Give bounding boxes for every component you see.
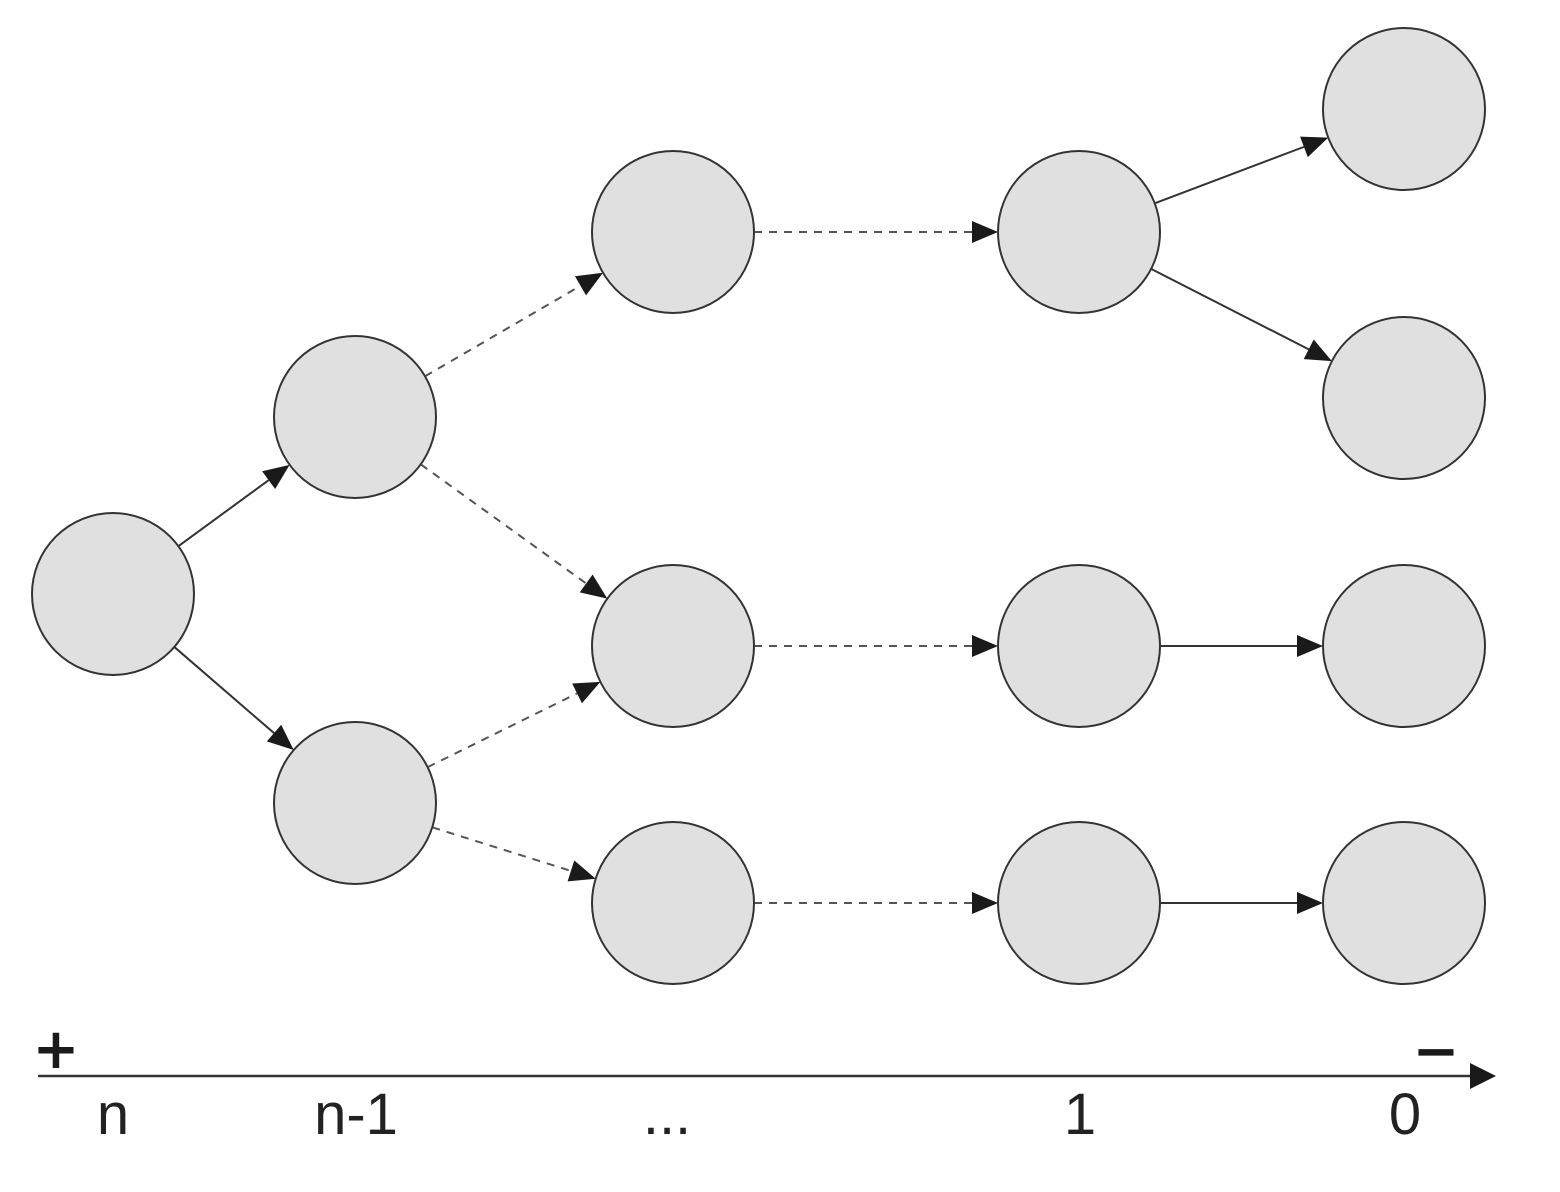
axis-label-0: 0 xyxy=(1389,1082,1421,1147)
arrowhead-icon xyxy=(266,724,294,751)
arrowhead-icon xyxy=(567,860,596,882)
solid-edge-n_root-to-n_a1 xyxy=(177,479,270,547)
node-n_d3 xyxy=(1322,564,1486,728)
arrowhead-icon xyxy=(972,892,998,914)
arrowhead-icon xyxy=(579,574,608,599)
axis-label-ellipsis: ... xyxy=(643,1082,691,1147)
arrowhead-icon xyxy=(1297,892,1323,914)
solid-edge-n_c1-to-n_d1 xyxy=(1154,145,1305,205)
axis-label-n-minus-1: n-1 xyxy=(314,1082,398,1147)
node-n_c2 xyxy=(997,564,1161,728)
node-n_d2 xyxy=(1322,316,1486,480)
solid-edge-n_c1-to-n_d2 xyxy=(1150,267,1310,351)
arrowhead-icon xyxy=(972,635,998,657)
node-n_a1 xyxy=(273,335,437,499)
edges-layer xyxy=(173,136,1332,914)
dashed-edge-n_a1-to-n_b2 xyxy=(420,463,587,585)
arrowhead-icon xyxy=(572,681,601,704)
arrowhead-icon xyxy=(972,221,998,243)
node-n_b3 xyxy=(591,821,755,985)
dashed-edge-n_a2-to-n_b3 xyxy=(431,826,572,872)
node-n_c3 xyxy=(997,821,1161,985)
node-n_root xyxy=(31,512,195,676)
solid-edge-n_root-to-n_a2 xyxy=(173,646,275,734)
node-n_b1 xyxy=(591,150,755,314)
node-n_b2 xyxy=(591,564,755,728)
axis-minus-sign: − xyxy=(1413,1019,1460,1084)
node-n_a2 xyxy=(273,721,437,885)
dashed-edge-n_a2-to-n_b2 xyxy=(427,692,578,769)
axis-label-n: n xyxy=(97,1082,129,1147)
node-n_d4 xyxy=(1322,821,1486,985)
node-n_c1 xyxy=(997,150,1161,314)
nodes-layer xyxy=(31,27,1486,985)
axis: + − n n-1 ... 1 0 xyxy=(33,1017,1496,1147)
dashed-edge-n_a1-to-n_b1 xyxy=(424,284,582,378)
axis-plus-sign: + xyxy=(33,1017,80,1082)
axis-label-1: 1 xyxy=(1064,1082,1096,1147)
arrowhead-icon xyxy=(1297,635,1323,657)
axis-arrow-icon xyxy=(1470,1063,1496,1089)
arrowhead-icon xyxy=(1303,339,1332,362)
node-n_d1 xyxy=(1322,27,1486,191)
arrowhead-icon xyxy=(262,464,290,490)
arrowhead-icon xyxy=(1300,136,1329,158)
arrowhead-icon xyxy=(574,272,603,296)
